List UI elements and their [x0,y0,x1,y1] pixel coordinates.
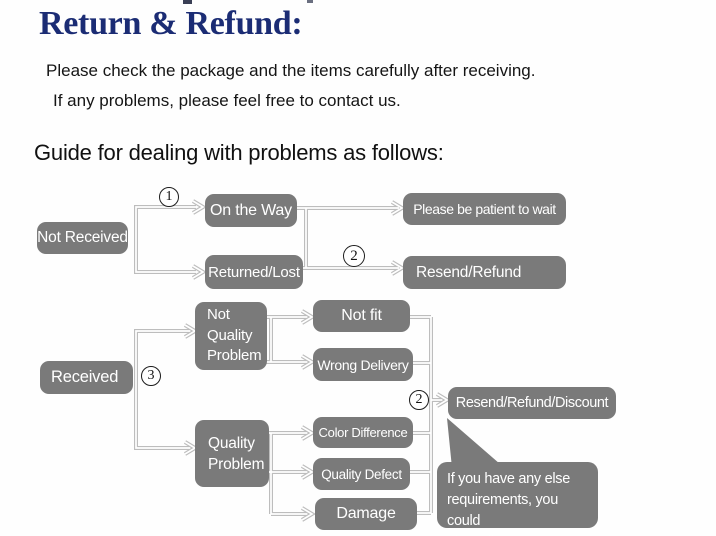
step-marker-1: 1 [159,187,179,207]
arrowhead-icon [390,200,406,216]
page-title: Return & Refund: [39,5,303,42]
arrowhead-icon [390,260,406,276]
arrowhead-icon [391,261,404,275]
arrowhead-icon [183,323,199,339]
step-marker-2-bottom: 2 [409,390,429,410]
arrowhead-icon [191,264,207,280]
arrowhead-icon [192,200,205,214]
arrowhead-icon [301,426,314,440]
arrowhead-icon [391,201,404,215]
step-marker-3: 3 [141,366,161,386]
arrowhead-icon [184,324,197,338]
arrowhead-icon [300,464,316,480]
flow-node-quality-defect: Quality Defect [313,458,410,490]
intro-line-1: Please check the package and the items c… [46,61,536,80]
arrowhead-icon [300,425,316,441]
intro-line-2: If any problems, please feel free to con… [53,91,401,110]
flow-node-wrong-delivery: Wrong Delivery [313,348,413,381]
guide-heading: Guide for dealing with problems as follo… [34,140,444,165]
connector-line [135,330,190,449]
arrowhead-icon [301,355,314,369]
arrowhead-icon [300,506,316,522]
arrowhead-icon [192,265,205,279]
flow-node-on-the-way: On the Way [205,194,297,227]
top-edge-artifact [183,0,192,4]
arrowhead-icon [436,393,449,407]
arrowhead-icon [184,441,197,455]
connector-line [134,329,190,450]
flow-node-resend-refund: Resend/Refund [403,256,566,289]
flow-node-quality-problem: Quality Problem [195,420,269,487]
flow-node-color-difference: Color Difference [313,417,413,448]
arrowhead-icon [300,309,316,325]
top-edge-artifact [307,0,313,3]
arrowhead-icon [183,440,199,456]
flow-node-resend-refund-discount: Resend/Refund/Discount [448,387,616,419]
arrowhead-icon [300,354,316,370]
connector-line [135,206,196,273]
flow-node-please-wait: Please be patient to wait [403,193,566,225]
note-bubble-tail-icon [447,418,500,468]
flow-node-not-fit: Not fit [313,300,410,332]
flow-node-damage: Damage [315,498,417,530]
note-bubble: If you have any else requirements, you c… [437,462,598,536]
arrowhead-icon [191,199,207,215]
arrowhead-icon [435,392,451,408]
arrowhead-icon [301,465,314,479]
flow-node-returned-lost: Returned/Lost [205,255,303,289]
flow-node-not-received: Not Received [37,222,128,254]
arrowhead-icon [301,507,314,521]
flow-node-not-quality-problem: Not Quality Problem [195,302,267,370]
flow-node-received: Received [40,361,133,394]
step-marker-2-top: 2 [343,245,365,267]
connector-line [134,205,196,274]
arrowhead-icon [301,310,314,324]
